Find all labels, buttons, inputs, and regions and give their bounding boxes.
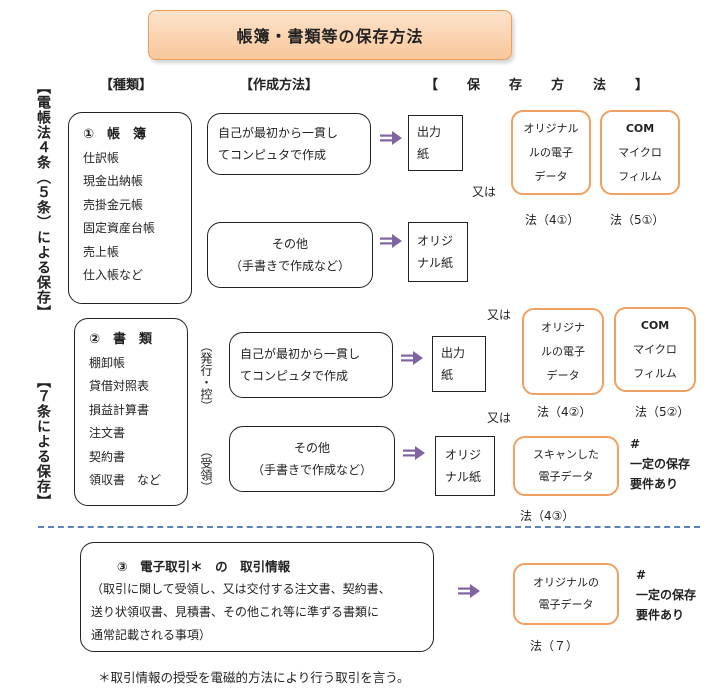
books-method-computer: 自己が最初から一貫し てコンピュタで作成 [207, 113, 371, 175]
or-label: 又は [487, 308, 512, 322]
side-label-issue: （発行・控） [199, 340, 213, 412]
documents-original-data: オリジナ ルの電子 データ [522, 308, 604, 395]
documents-item: 注文書 [89, 426, 126, 440]
documents-item: 領収書 など [89, 473, 162, 487]
law-label: 法（5②） [635, 405, 690, 419]
box-line: スキャンした [533, 448, 599, 461]
edi-title: ③ 電子取引＊ の 取引情報 [117, 559, 291, 574]
books-item: 現金出納帳 [83, 174, 144, 188]
box-line: ルの電子 [529, 145, 573, 159]
footnote: ＊取引情報の授受を電磁的方法により行う取引を言う。 [98, 670, 410, 685]
side-label-receive: （受領） [199, 445, 213, 493]
edi-desc-line: （取引に関して受領し、又は交付する注文書、契約書、 [91, 582, 391, 596]
law-label: 法（5①） [610, 213, 665, 227]
box-line: オリジ [445, 448, 482, 462]
edi-desc-line: 通常記載される事項） [91, 628, 212, 642]
box-line: マイクロ [618, 145, 662, 159]
documents-output-paper: 出力 紙 [432, 336, 486, 392]
note-line: # [630, 437, 641, 451]
documents-requirement-note: # 一定の保存 要件あり [630, 434, 690, 494]
edi-original-data: オリジナルの 電子データ [513, 563, 619, 625]
box-line: 出力 [441, 346, 466, 360]
books-original-data: オリジナル ルの電子 データ [511, 110, 591, 195]
arrow-icon [380, 131, 402, 145]
box-line: オリジナル [523, 121, 579, 135]
box-line: ナル紙 [445, 470, 482, 484]
method-line: てコンピュタで作成 [218, 148, 327, 162]
header-type: 【種類】 [100, 78, 153, 93]
books-box: ① 帳 簿 仕訳帳 現金出納帳 売掛金元帳 固定資産台帳 売上帳 仕入帳など [68, 112, 192, 304]
box-line: 電子データ [538, 470, 594, 483]
method-line: （手書きで作成など） [251, 463, 372, 477]
box-line: オリジナルの [533, 576, 599, 589]
box-line: ルの電子 [541, 344, 585, 358]
header-storage: 【 保 存 方 法 】 [425, 78, 657, 93]
box-line: 出力 [417, 125, 442, 139]
box-line: マイクロ [633, 342, 677, 356]
method-line: てコンピュタで作成 [240, 369, 349, 383]
box-line: 紙 [417, 147, 430, 161]
documents-title: ② 書 類 [89, 332, 153, 347]
documents-com: COM マイクロ フィルム [614, 307, 696, 392]
documents-box: ② 書 類 棚卸帳 貸借対照表 損益計算書 注文書 契約書 領収書 など [74, 318, 188, 506]
box-line: COM [625, 121, 655, 135]
documents-method-computer: 自己が最初から一貫し てコンピュタで作成 [229, 332, 393, 398]
note-line: 一定の保存 [630, 457, 691, 471]
method-line: その他 [271, 237, 308, 251]
note-line: # [636, 568, 647, 582]
books-method-other: その他 （手書きで作成など） [207, 222, 373, 288]
method-line: （手書きで作成など） [229, 259, 350, 273]
box-line: フィルム [633, 366, 677, 380]
edi-requirement-note: # 一定の保存 要件あり [636, 565, 696, 625]
box-line: オリジ [417, 234, 454, 248]
box-line: COM [640, 318, 670, 332]
edi-desc-line: 送り状領収書、見積書、その他これ等に準ずる書類に [91, 605, 380, 619]
box-line: データ [546, 368, 580, 382]
books-item: 仕訳帳 [83, 150, 120, 165]
law-label: 法（4①） [525, 213, 580, 227]
documents-original-paper: オリジ ナル紙 [435, 436, 495, 496]
documents-item: 貸借対照表 [89, 379, 150, 393]
side-label-law4: 【電帳法４条（５条）による保存】 [35, 80, 51, 320]
documents-item: 損益計算書 [89, 402, 150, 417]
side-label-law7: 【７条による保存】 [35, 374, 51, 509]
arrow-icon [403, 446, 425, 460]
or-label: 又は [472, 185, 497, 199]
note-line: 一定の保存 [636, 588, 697, 602]
documents-scan-data: スキャンした 電子データ [513, 436, 619, 496]
books-item: 固定資産台帳 [83, 221, 156, 235]
arrow-icon [380, 234, 402, 248]
books-item: 売掛金元帳 [83, 197, 144, 212]
books-original-paper: オリジ ナル紙 [408, 222, 468, 282]
box-line: ナル紙 [417, 256, 454, 270]
note-line: 要件あり [630, 477, 679, 491]
law-label: 法（4③） [520, 509, 575, 523]
box-line: 電子データ [538, 598, 594, 611]
arrow-icon [458, 584, 480, 598]
section-divider [38, 526, 700, 528]
method-line: 自己が最初から一貫し [240, 347, 361, 361]
box-line: 紙 [441, 368, 454, 382]
arrow-icon [401, 351, 423, 365]
books-com: COM マイクロ フィルム [600, 110, 680, 195]
law-label: 法（4②） [537, 405, 592, 419]
box-line: データ [534, 169, 568, 183]
header-method: 【作成方法】 [240, 78, 319, 93]
books-title: ① 帳 簿 [83, 127, 147, 142]
box-line: オリジナ [541, 320, 585, 334]
law-label: 法（７） [530, 639, 579, 653]
documents-method-other: その他 （手書きで作成など） [229, 426, 395, 492]
books-output-paper: 出力 紙 [408, 115, 463, 171]
books-item: 売上帳 [83, 244, 120, 259]
box-line: フィルム [618, 169, 662, 183]
books-item: 仕入帳など [83, 268, 144, 282]
documents-item: 契約書 [89, 449, 126, 464]
or-label: 又は [487, 411, 512, 425]
note-line: 要件あり [636, 608, 685, 622]
edi-box: ③ 電子取引＊ の 取引情報 （取引に関して受領し、又は交付する注文書、契約書、… [80, 542, 434, 652]
method-line: 自己が最初から一貫し [218, 126, 339, 140]
method-line: その他 [293, 441, 330, 455]
page-title: 帳簿・書類等の保存方法 [148, 10, 512, 60]
documents-item: 棚卸帳 [89, 355, 126, 370]
